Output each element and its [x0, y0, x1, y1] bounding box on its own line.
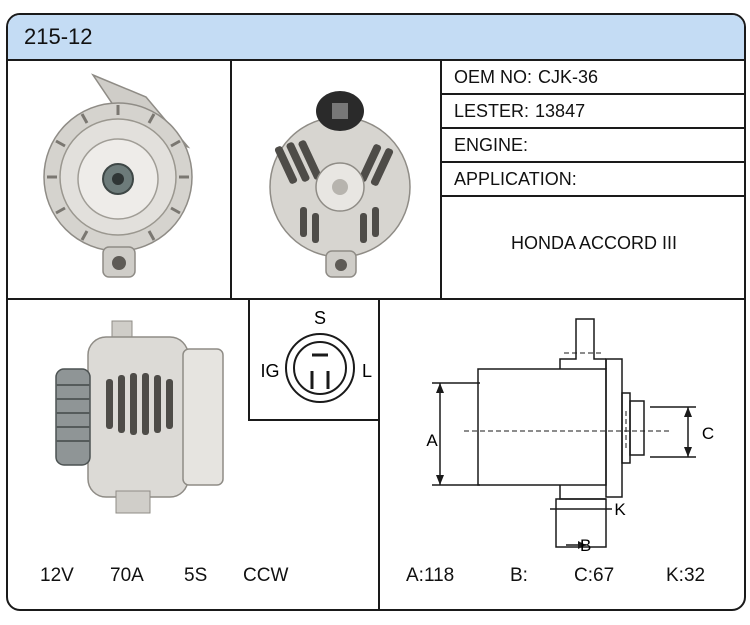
dim-a-label: A — [426, 431, 438, 450]
amperage-value: 70A — [110, 565, 144, 586]
application-value: HONDA ACCORD III — [510, 233, 678, 253]
dim-b-label: B — [580, 536, 591, 551]
connector-l-label: L — [362, 361, 372, 381]
divider-bottom-left — [248, 299, 250, 421]
dim-c-label: C — [702, 424, 714, 443]
spec-lester: LESTER:13847 — [454, 101, 585, 122]
connector-ig-label: IG — [260, 361, 279, 381]
connector-s-label: S — [314, 308, 326, 328]
voltage-value: 12V — [40, 565, 74, 586]
pulley-value: 5S — [184, 565, 208, 586]
divider-middle — [8, 298, 744, 300]
header-bar: 215-12 — [8, 15, 744, 61]
dimension-c-value: C:67 — [574, 565, 615, 586]
lester-label: LESTER: — [454, 101, 530, 121]
dimension-b-value: B: — [510, 565, 528, 586]
spec-oem: OEM NO:CJK-36 — [454, 67, 598, 88]
spec-application: APPLICATION: — [454, 169, 577, 190]
spec-row-line-1 — [442, 93, 744, 95]
rotation-value: CCW — [243, 565, 289, 586]
spec-row-line-2 — [442, 127, 744, 129]
divider-bottom-right — [378, 299, 380, 609]
dimension-drawing: A C K B — [426, 318, 714, 551]
dimension-k-value: K:32 — [666, 565, 706, 586]
divider-photo-left — [230, 59, 232, 299]
application-label: APPLICATION: — [454, 169, 577, 189]
dimension-a-value: A:118 — [406, 565, 455, 586]
alternator-front-photo — [43, 73, 193, 278]
oem-label: OEM NO: — [454, 67, 533, 87]
part-number-title: 215-12 — [24, 24, 93, 49]
divider-photo-right — [440, 59, 442, 299]
alternator-side-photo — [55, 320, 224, 514]
spec-row-line-3 — [442, 161, 744, 163]
spec-row-line-4 — [442, 195, 744, 197]
divider-connector-bottom — [248, 419, 380, 421]
dim-k-label: K — [614, 500, 626, 519]
connector-diagram: S IG L — [260, 308, 372, 403]
lester-value: 13847 — [535, 101, 586, 121]
spec-engine: ENGINE: — [454, 135, 534, 156]
engine-label: ENGINE: — [454, 135, 529, 155]
alternator-rear-photo — [269, 91, 411, 278]
oem-value: CJK-36 — [538, 67, 599, 87]
product-card: 215-12 OEM NO:CJK-36 LESTER:13847 ENGINE… — [6, 13, 746, 611]
